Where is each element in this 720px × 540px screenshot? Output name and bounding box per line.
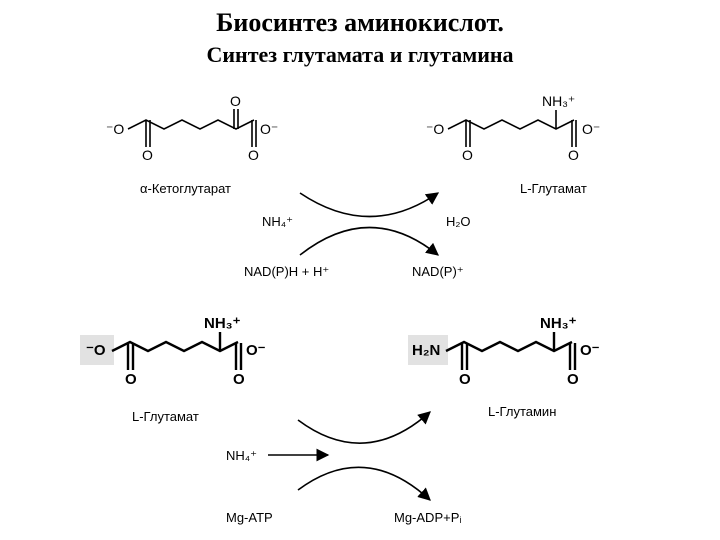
keto-oxygen: O (230, 93, 241, 109)
ammonium-group: NH₃⁺ (204, 315, 241, 332)
carbonyl-oxygen-right: O (568, 147, 579, 163)
carboxylate-oxygen-left: ⁻O (426, 121, 444, 137)
reaction2-arrows (268, 411, 431, 501)
carboxylate-oxygen-right: O⁻ (246, 342, 266, 359)
product1-label: L-Глутамат (520, 181, 587, 196)
carbonyl-oxygen-right: O (248, 147, 259, 163)
carbonyl-oxygen-left: O (125, 371, 137, 388)
reaction2-input-top: NH₄⁺ (226, 448, 257, 463)
reaction2-output-bottom: Mg-ADP+Pᵢ (394, 510, 461, 525)
product2-label: L-Глутамин (488, 404, 556, 419)
ammonium-group: NH₃⁺ (540, 315, 577, 332)
slide-subtitle: Синтез глутамата и глутамина (206, 42, 514, 67)
carboxylate-oxygen-right: O⁻ (260, 121, 278, 137)
reaction1-output-bottom: NAD(P)⁺ (412, 264, 464, 279)
ammonium-group: NH₃⁺ (542, 93, 575, 109)
carboxylate-oxygen-left: ⁻O (86, 342, 106, 359)
reaction1-arrows (299, 192, 440, 256)
l-glutamate-structure-bottom: ⁻O O NH₃⁺ O O⁻ (80, 315, 266, 388)
alpha-ketoglutarate-structure: ⁻O O O O O⁻ (106, 93, 278, 163)
reaction1-input-bottom: NAD(P)H + H⁺ (244, 264, 329, 279)
carbonyl-oxygen-right: O (233, 371, 245, 388)
carboxylate-oxygen-left: ⁻O (106, 121, 124, 137)
reaction1-output-top: H₂O (446, 214, 471, 229)
carbonyl-oxygen-right: O (567, 371, 579, 388)
reaction2-input-bottom: Mg-ATP (226, 510, 273, 525)
substrate1-label: α-Кетоглутарат (140, 181, 231, 196)
l-glutamine-structure: H₂N O NH₃⁺ O O⁻ (408, 315, 600, 388)
l-glutamate-structure-top: ⁻O O NH₃⁺ O O⁻ (426, 93, 600, 163)
amide-nitrogen: H₂N (412, 342, 440, 359)
reaction1-input-top: NH₄⁺ (262, 214, 293, 229)
substrate2-label: L-Глутамат (132, 409, 199, 424)
carboxylate-oxygen-right: O⁻ (582, 121, 600, 137)
carbonyl-oxygen-left: O (142, 147, 153, 163)
amide-oxygen: O (459, 371, 471, 388)
highlight-box (408, 335, 448, 365)
carboxylate-oxygen-right: O⁻ (580, 342, 600, 359)
slide-title: Биосинтез аминокислот. (216, 8, 504, 37)
carbonyl-oxygen-left: O (462, 147, 473, 163)
highlight-box (80, 335, 114, 365)
